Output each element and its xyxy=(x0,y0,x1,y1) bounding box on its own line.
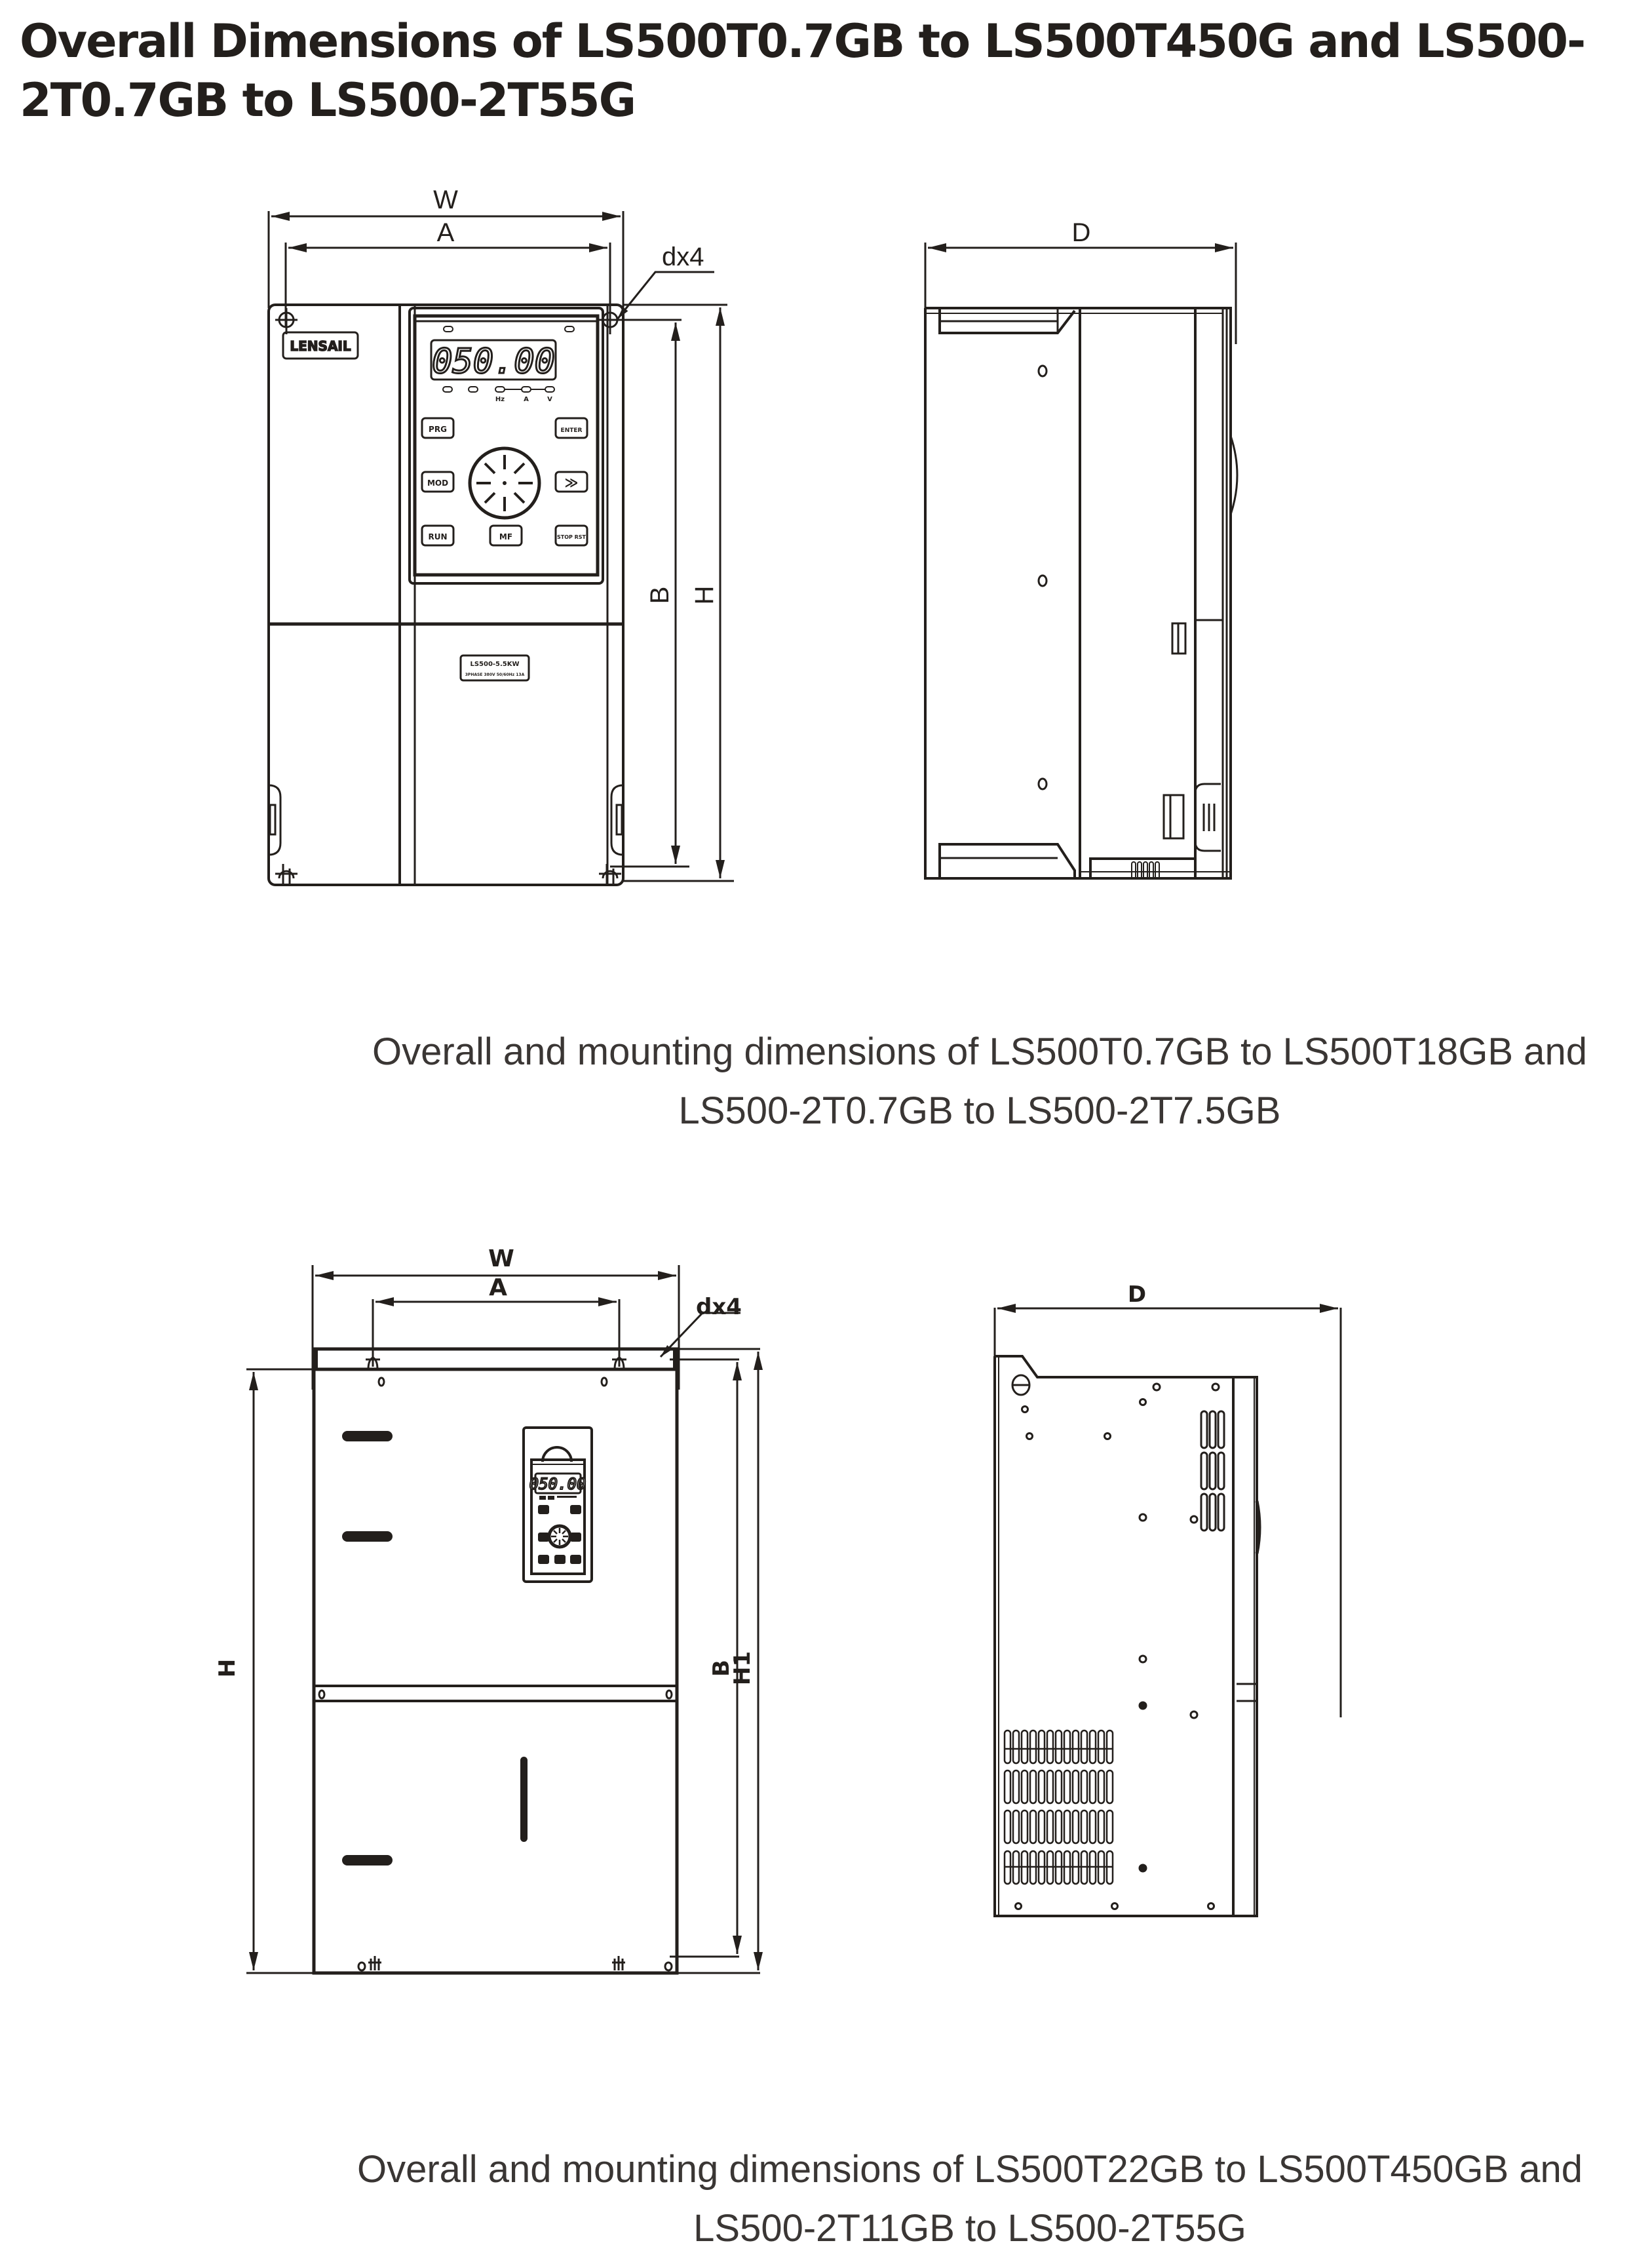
figure1-caption-line2: LS500-2T0.7GB to LS500-2T7.5GB xyxy=(678,1089,1281,1132)
figure1-caption-line1: Overall and mounting dimensions of LS500… xyxy=(372,1030,1587,1073)
page-title: Overall Dimensions of LS500T0.7GB to LS5… xyxy=(20,14,1586,127)
dim-d-label: D xyxy=(1072,218,1091,247)
shift-button: ≫ xyxy=(565,475,579,490)
mf-button: MF xyxy=(499,532,512,541)
dim-h-label: H xyxy=(690,586,719,605)
dim-w-label: W xyxy=(488,1245,514,1272)
dim-d-label: D xyxy=(1128,1281,1146,1308)
dim-b-label: B xyxy=(645,587,674,604)
dim-hole-label: dx4 xyxy=(696,1294,742,1320)
keypad-display-small: 050.00 xyxy=(529,1475,586,1493)
dim-w-label: W xyxy=(433,186,458,214)
figure2-caption: Overall and mounting dimensions of LS500… xyxy=(308,2140,1632,2258)
led-v-label: V xyxy=(547,396,552,403)
run-button: RUN xyxy=(428,532,447,541)
dim-a-label: A xyxy=(489,1274,507,1301)
dim-h1-label: H1 xyxy=(729,1651,756,1685)
nameplate-rating: 3PHASE 380V 50/60Hz 13A xyxy=(465,673,525,677)
keypad-display: 050.00 xyxy=(432,342,555,381)
jog-wheel-icon xyxy=(468,446,541,520)
enter-button: ENTER xyxy=(561,427,583,434)
brand-label: LENSAIL xyxy=(290,338,351,354)
figure2-side-view: D xyxy=(993,1281,1342,1917)
keypad-panel: 050.00 Hz A V xyxy=(408,307,604,585)
prg-button: PRG xyxy=(429,425,447,434)
led-a-label: A xyxy=(524,396,529,403)
mod-button: MOD xyxy=(427,479,448,488)
figure2-caption-line2: LS500-2T11GB to LS500-2T55G xyxy=(693,2207,1246,2250)
figure1-caption: Overall and mounting dimensions of LS500… xyxy=(328,1023,1632,1141)
stop-button: STOP RST xyxy=(557,534,586,540)
led-hz-label: Hz xyxy=(495,396,505,403)
dim-h-label: H xyxy=(214,1659,240,1677)
figure1-front-view: W A dx4 LENSAIL xyxy=(267,186,734,886)
keypad-panel-small: 050.00 xyxy=(522,1426,593,1583)
figure2-caption-line1: Overall and mounting dimensions of LS500… xyxy=(356,2148,1583,2191)
nameplate-model: LS500-5.5KW xyxy=(470,661,519,668)
figure2-front-view: W A dx4 xyxy=(214,1245,763,1975)
dim-hole-label: dx4 xyxy=(662,243,704,271)
dim-b-label: B xyxy=(708,1660,735,1677)
figure1-side-view: D xyxy=(924,218,1239,880)
dim-a-label: A xyxy=(437,218,455,247)
